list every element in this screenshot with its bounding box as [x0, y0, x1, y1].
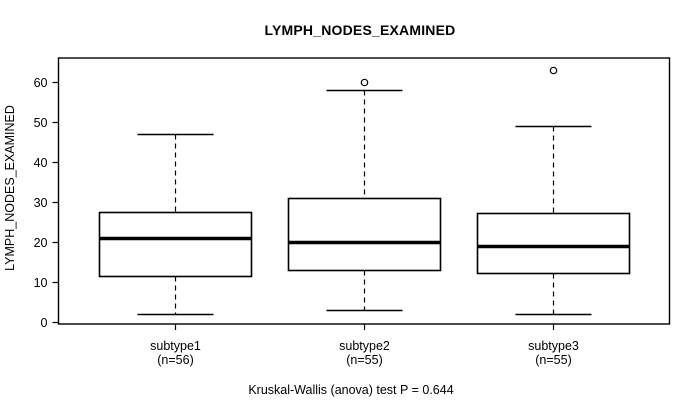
x-category-sublabel: (n=55): [535, 353, 571, 367]
x-category-sublabel: (n=56): [157, 353, 193, 367]
y-tick-label: 50: [34, 116, 48, 130]
chart-title: LYMPH_NODES_EXAMINED: [265, 22, 456, 38]
x-category-sublabel: (n=55): [346, 353, 382, 367]
box-series: [98, 66, 631, 316]
y-axis: 0 10 20 30 40 50 60: [34, 76, 59, 330]
y-tick-label: 10: [34, 276, 48, 290]
iqr-box: [476, 212, 631, 275]
x-category-label: subtype3: [528, 339, 579, 353]
boxplot-group: [476, 66, 631, 316]
y-axis-label: LYMPH_NODES_EXAMINED: [3, 105, 17, 271]
y-tick-label: 30: [34, 196, 48, 210]
y-tick-label: 20: [34, 236, 48, 250]
outlier-point: [549, 66, 558, 75]
y-tick-label: 60: [34, 76, 48, 90]
boxplot-group: [287, 78, 442, 312]
boxplot-group: [98, 133, 253, 316]
x-category-label: subtype1: [150, 339, 201, 353]
y-tick-label: 0: [41, 316, 48, 330]
x-category-label: subtype2: [339, 339, 390, 353]
stat-test-footnote: Kruskal-Wallis (anova) test P = 0.644: [248, 383, 453, 397]
outlier-point: [360, 78, 369, 87]
x-axis: subtype1(n=56)subtype2(n=55)subtype3(n=5…: [150, 324, 579, 367]
iqr-box: [98, 211, 253, 278]
iqr-box: [287, 197, 442, 272]
y-tick-label: 40: [34, 156, 48, 170]
